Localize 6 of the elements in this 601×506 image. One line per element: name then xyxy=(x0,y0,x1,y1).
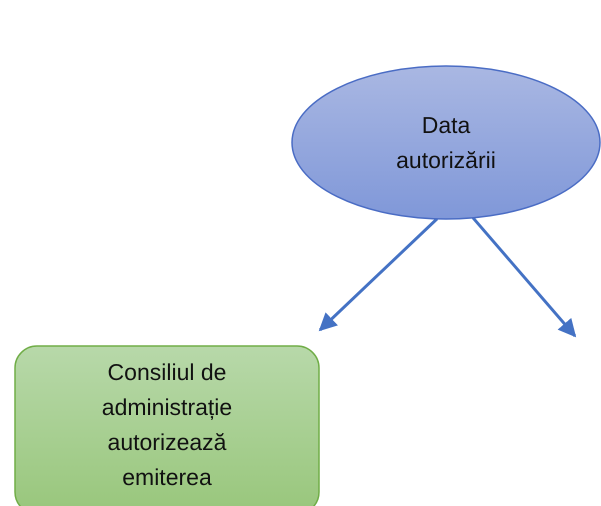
arrow xyxy=(318,218,438,332)
node-label: Consiliul de administrație autorizează emiterea xyxy=(100,358,234,492)
arrow xyxy=(472,216,576,338)
ellipse xyxy=(291,65,601,220)
rounded-box xyxy=(14,345,320,506)
node-label: Data autorizării xyxy=(395,110,497,174)
